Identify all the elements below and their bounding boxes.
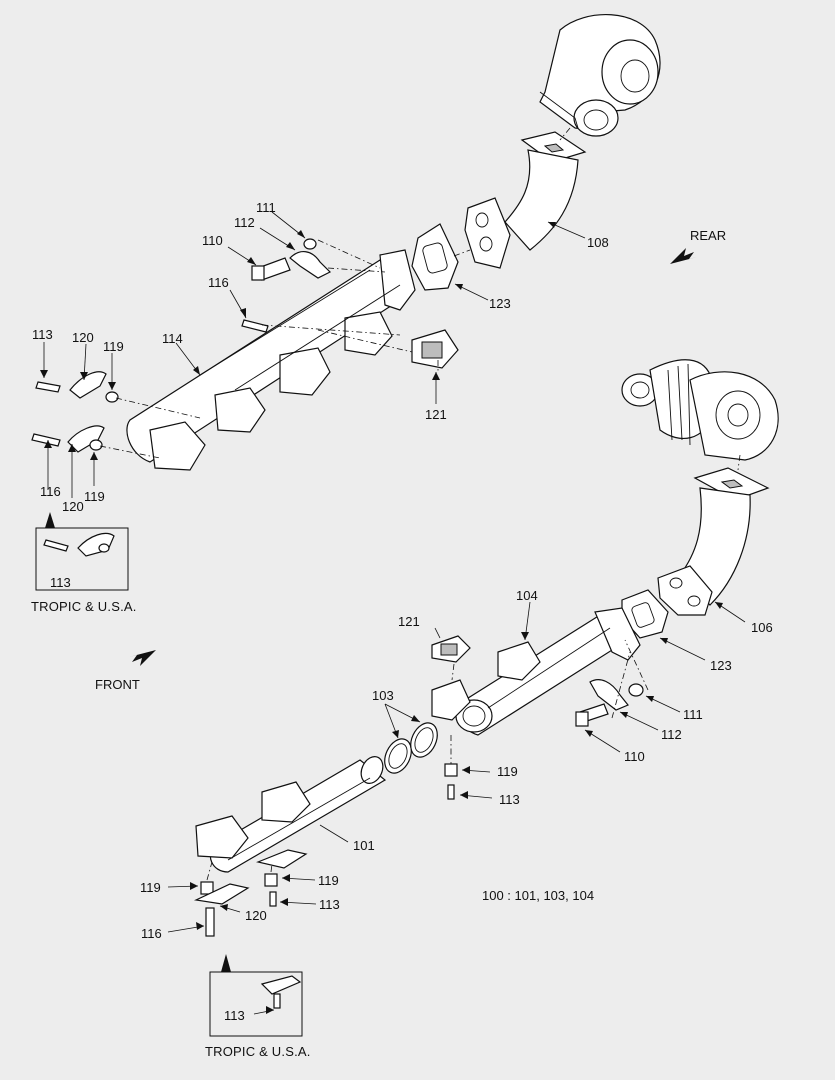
callout-upper-116: 116 <box>208 275 229 290</box>
callout-lower-119-mid: 119 <box>318 873 339 888</box>
callout-upper-111: 111 <box>256 200 276 215</box>
upper-inset-title: TROPIC & U.S.A. <box>31 599 137 614</box>
lower-hardware <box>193 679 644 937</box>
rear-direction-label: REAR <box>690 228 727 243</box>
callout-inset2-113: 113 <box>224 1008 245 1023</box>
callout-lower-113-mid: 113 <box>319 897 340 912</box>
lower-inset <box>209 954 303 1037</box>
callout-lower-123: 123 <box>710 658 732 673</box>
callout-lower-104: 104 <box>516 588 538 603</box>
callout-lower-106: 106 <box>751 620 773 635</box>
leader-arrowheads <box>40 222 723 1014</box>
assembly-center-lines <box>99 127 741 881</box>
lower-inset-title: TROPIC & U.S.A. <box>205 1044 311 1059</box>
callout-lower-111: 111 <box>683 707 703 722</box>
callout-upper-120: 120 <box>72 330 94 345</box>
upper-hardware <box>31 238 332 453</box>
lower-manifold-rear-section <box>431 607 641 736</box>
callout-lower-121: 121 <box>398 614 420 629</box>
lower-manifold-front-section <box>195 756 387 873</box>
seal-rings <box>384 722 438 774</box>
front-direction-label: FRONT <box>95 677 140 692</box>
upper-exhaust-manifold <box>126 249 416 471</box>
callout-upper-110: 110 <box>202 233 223 248</box>
callout-lower-101: 101 <box>353 838 375 853</box>
callout-upper-114: 114 <box>162 331 183 346</box>
upper-inset <box>35 512 129 591</box>
lower-side-gasket <box>431 635 471 663</box>
callout-upper-left-119: 119 <box>84 489 105 504</box>
callout-upper-left-116: 116 <box>40 484 61 499</box>
upper-gasket <box>411 223 459 291</box>
callout-upper-108: 108 <box>587 235 609 250</box>
lower-turbocharger <box>621 359 779 461</box>
callout-lower-116: 116 <box>141 926 162 941</box>
callout-lower-112: 112 <box>661 727 682 742</box>
callout-upper-113: 113 <box>32 327 53 342</box>
callout-lower-113-right: 113 <box>499 792 520 807</box>
assembly-note: 100 : 101, 103, 104 <box>482 888 595 903</box>
upper-side-gasket <box>411 329 459 369</box>
callout-lower-120: 120 <box>245 908 267 923</box>
callout-lower-110: 110 <box>624 749 645 764</box>
lower-outlet-pipe <box>657 467 770 616</box>
callout-upper-123: 123 <box>489 296 511 311</box>
callout-lower-119-right: 119 <box>497 764 518 779</box>
rear-arrow-icon <box>670 248 697 264</box>
callout-upper-left-120: 120 <box>62 499 84 514</box>
callout-upper-112: 112 <box>234 215 255 230</box>
callout-lower-103: 103 <box>372 688 394 703</box>
callout-upper-121: 121 <box>425 407 447 422</box>
front-arrow-icon <box>129 650 156 666</box>
upper-outlet-pipe <box>464 131 587 269</box>
callout-lower-119-left: 119 <box>140 880 161 895</box>
callout-inset1-113: 113 <box>50 575 71 590</box>
upper-turbocharger <box>539 14 661 137</box>
callout-upper-119: 119 <box>103 339 124 354</box>
